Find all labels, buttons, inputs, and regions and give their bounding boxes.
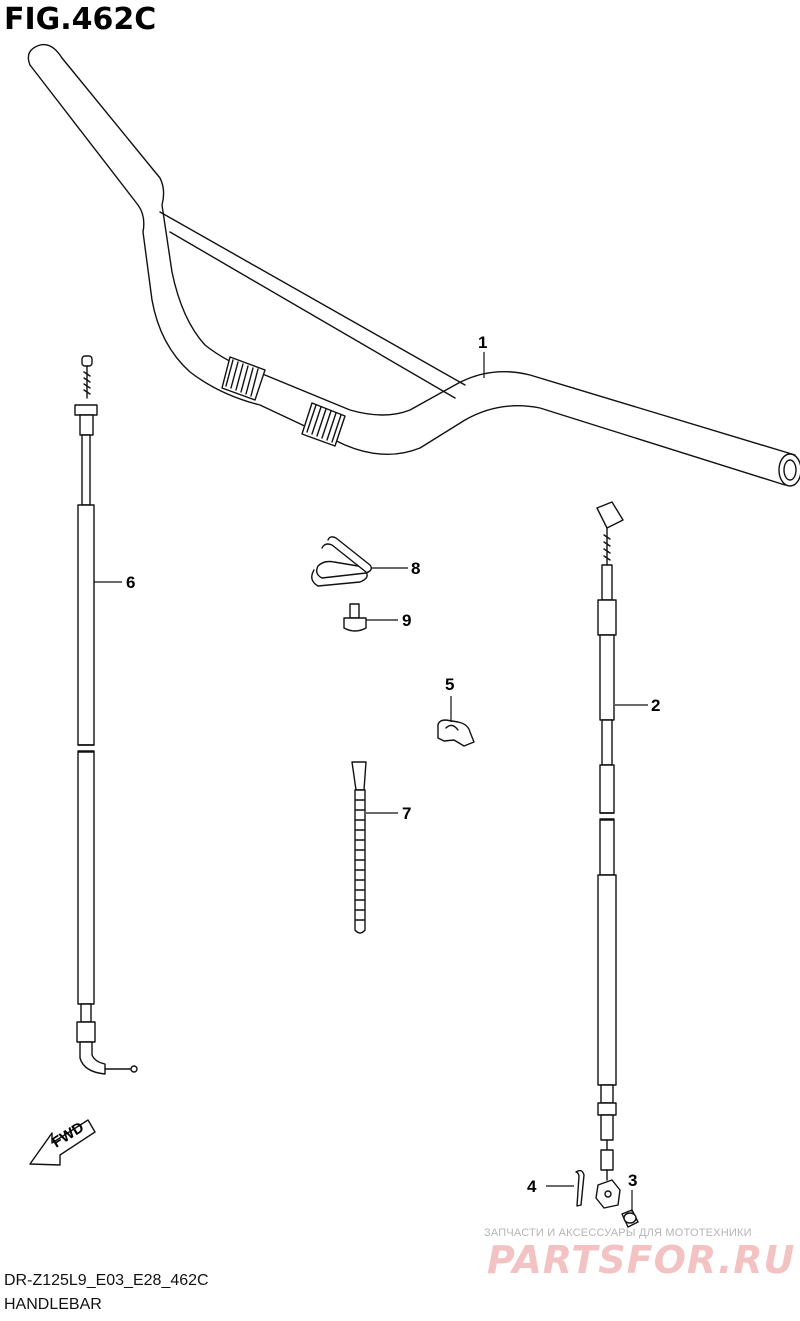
callout-3: 3 — [628, 1171, 637, 1212]
bolt-part — [343, 603, 367, 632]
knurl-right — [301, 402, 346, 447]
svg-text:7: 7 — [402, 804, 411, 823]
figure-code: DR-Z125L9_E03_E28_462C — [4, 1272, 209, 1289]
callout-2: 2 — [615, 696, 660, 715]
fwd-arrow-icon: FWD — [29, 1119, 96, 1166]
watermark-logo: PARTSFOR.RU — [487, 1238, 796, 1282]
clamp-part — [437, 719, 475, 747]
wire-clamp-part — [311, 536, 373, 587]
svg-text:9: 9 — [402, 611, 411, 630]
handlebar-part — [27, 43, 800, 487]
cotter-pin-part — [575, 1169, 585, 1207]
svg-text:4: 4 — [527, 1177, 537, 1196]
throttle-cable-part — [74, 355, 138, 1075]
cable-tie-part — [351, 761, 367, 934]
callout-5: 5 — [445, 675, 454, 722]
pin-part — [621, 1209, 639, 1228]
clutch-cable-part — [595, 501, 624, 1209]
callout-8: 8 — [372, 559, 420, 578]
svg-text:2: 2 — [651, 696, 660, 715]
figure-name: HANDLEBAR — [4, 1296, 102, 1313]
watermark-tagline: ЗАПЧАСТИ И АКСЕССУАРЫ ДЛЯ МОТОТЕХНИКИ — [484, 1227, 752, 1239]
svg-text:8: 8 — [411, 559, 420, 578]
callout-9: 9 — [366, 611, 411, 630]
callout-6: 6 — [94, 573, 135, 592]
svg-text:5: 5 — [445, 675, 454, 694]
callout-7: 7 — [366, 804, 411, 823]
svg-text:6: 6 — [126, 573, 135, 592]
knurl-left — [221, 356, 266, 401]
svg-text:3: 3 — [628, 1171, 637, 1190]
svg-text:1: 1 — [478, 333, 487, 352]
callout-4: 4 — [527, 1177, 574, 1196]
callout-1: 1 — [478, 333, 487, 378]
figure-title: FIG.462C — [4, 2, 157, 37]
